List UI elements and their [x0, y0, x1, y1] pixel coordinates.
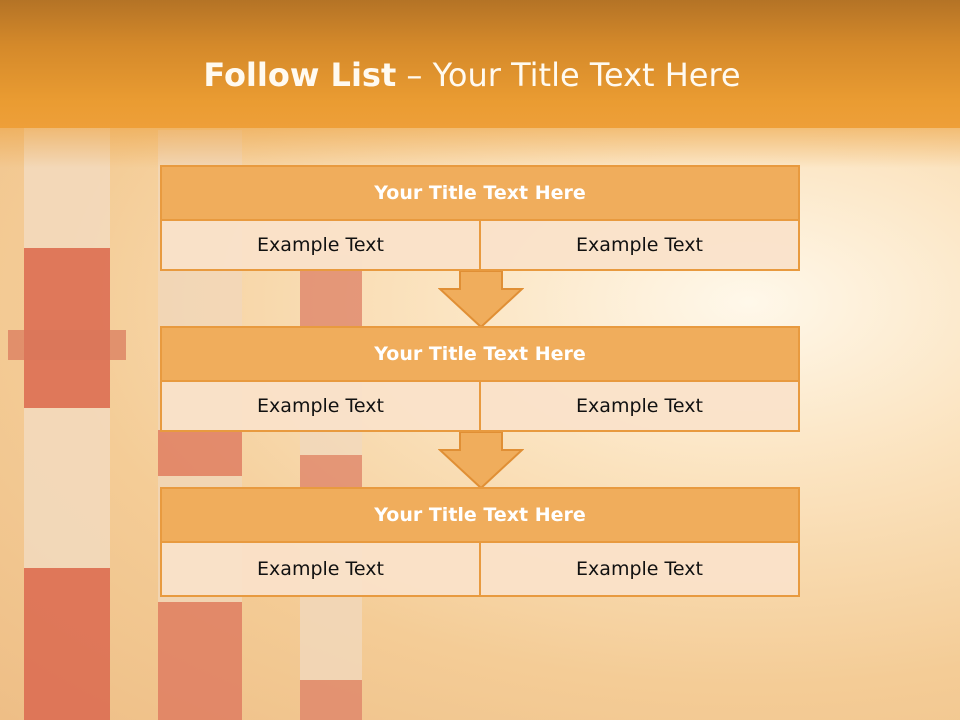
list-block-2: Your Title Text Here Example Text Exampl…: [160, 326, 800, 432]
down-arrow-icon: [438, 271, 524, 329]
block-row: Example Text Example Text: [160, 382, 800, 432]
list-block-3: Your Title Text Here Example Text Exampl…: [160, 487, 800, 597]
slide-title-bold: Follow List: [203, 56, 397, 94]
block-cell-right: Example Text: [479, 382, 798, 430]
block-title: Your Title Text Here: [160, 487, 800, 543]
block-cell-left: Example Text: [162, 543, 479, 595]
block-row: Example Text Example Text: [160, 543, 800, 597]
block-row: Example Text Example Text: [160, 221, 800, 271]
list-block-1: Your Title Text Here Example Text Exampl…: [160, 165, 800, 271]
down-arrow-icon: [438, 432, 524, 490]
block-cell-right: Example Text: [479, 543, 798, 595]
title-bar-fade: [0, 128, 960, 168]
block-cell-right: Example Text: [479, 221, 798, 269]
block-cell-left: Example Text: [162, 221, 479, 269]
slide-title: Follow List – Your Title Text Here: [0, 55, 944, 95]
block-title: Your Title Text Here: [160, 165, 800, 221]
slide-title-rest: – Your Title Text Here: [396, 56, 741, 94]
title-bar: [0, 0, 960, 128]
block-title: Your Title Text Here: [160, 326, 800, 382]
block-cell-left: Example Text: [162, 382, 479, 430]
